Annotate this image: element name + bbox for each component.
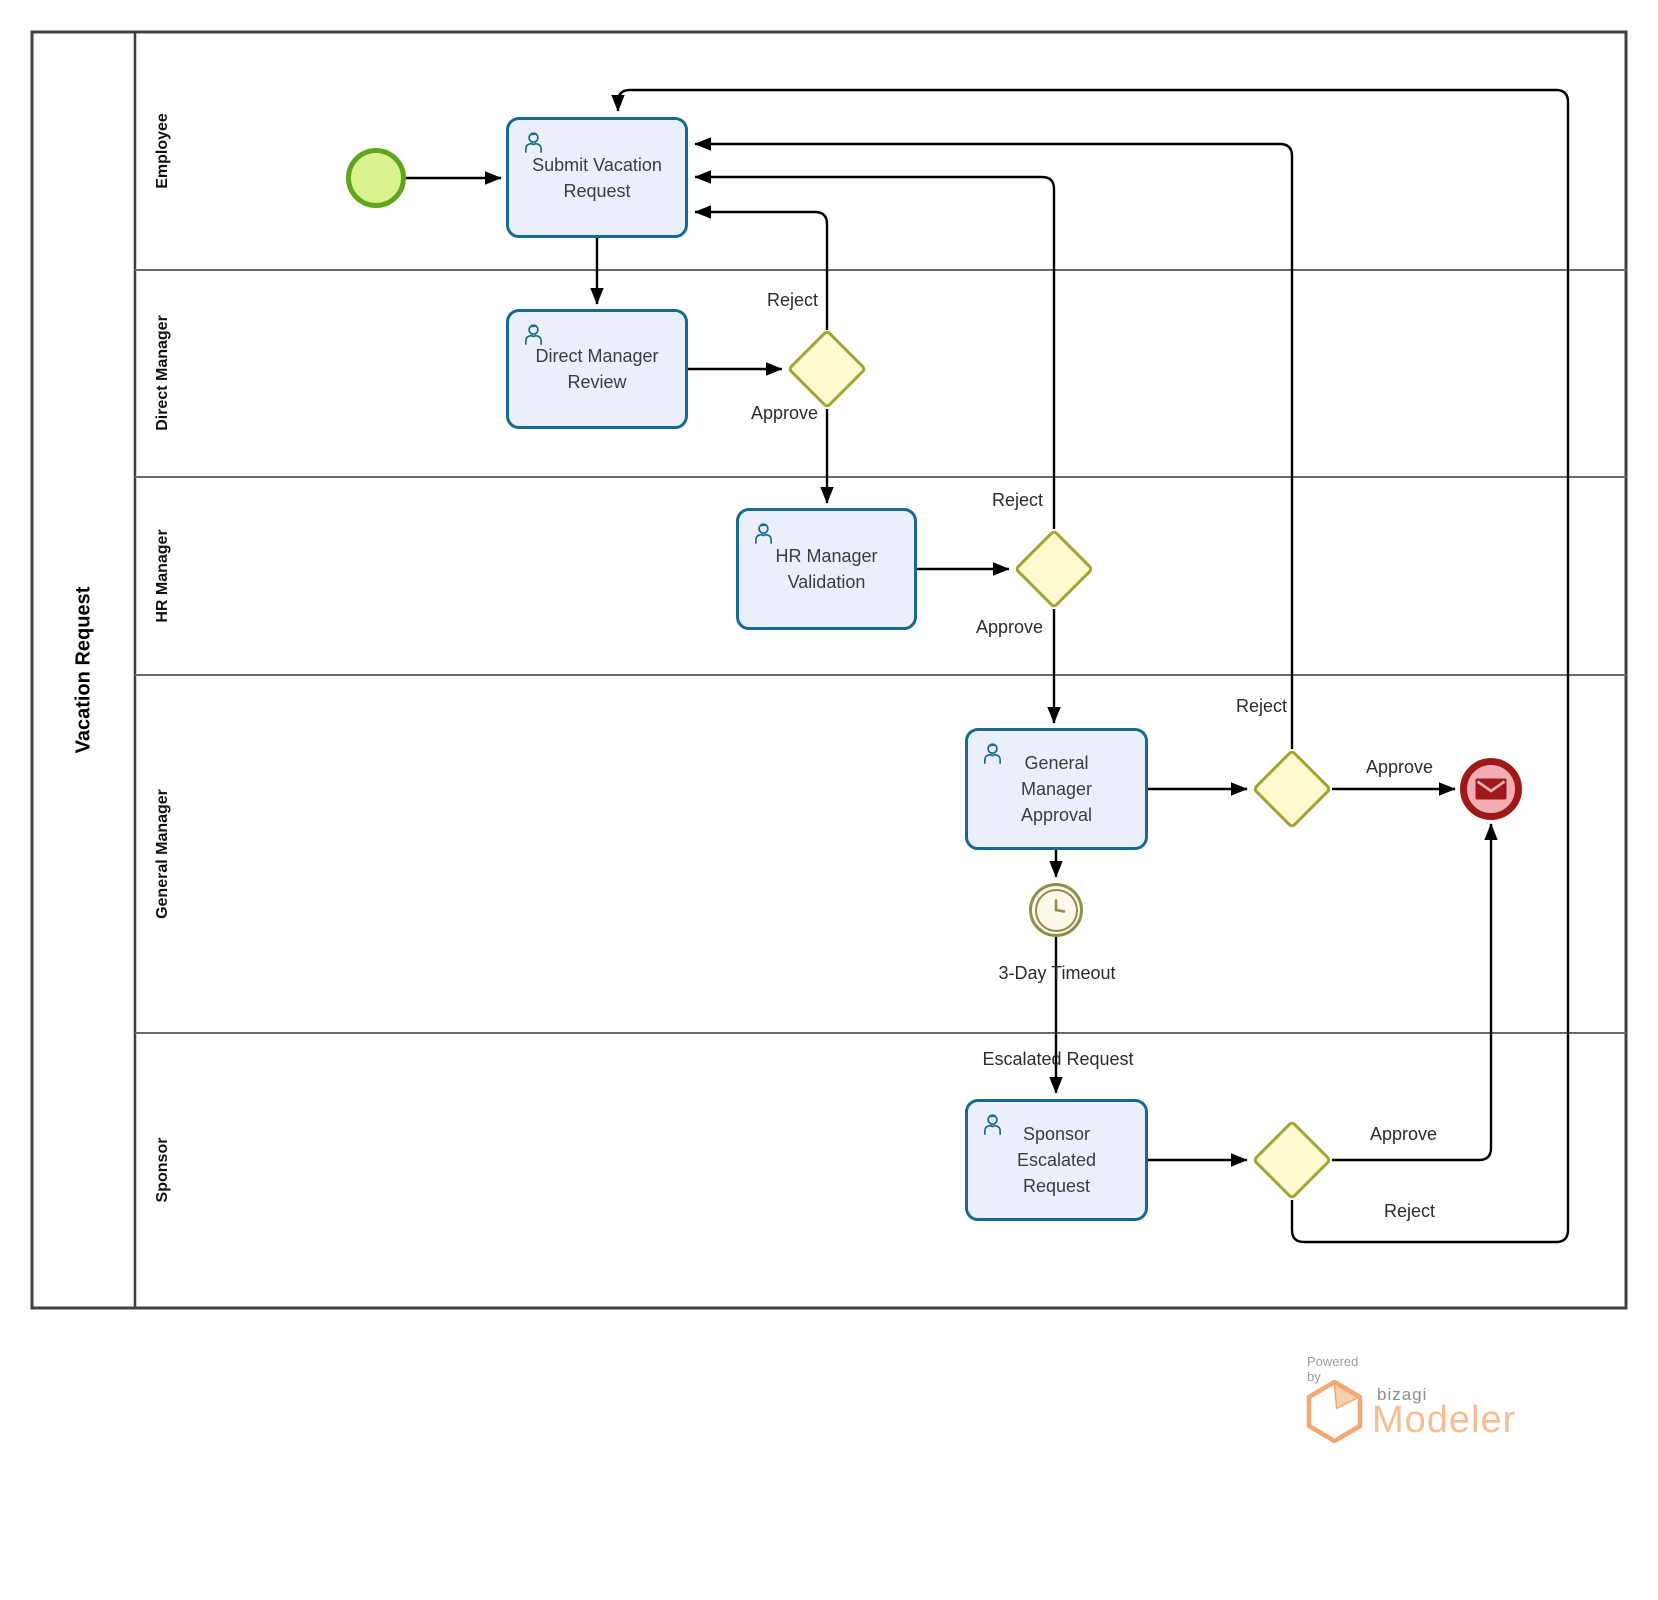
person-icon xyxy=(525,324,542,345)
envelope-icon xyxy=(1475,778,1507,800)
task-label-line: Submit Vacation xyxy=(532,154,662,175)
flow-hr-reject-to-submit[interactable] xyxy=(694,170,1056,529)
lane-label-employee: Employee xyxy=(154,113,171,189)
lane-label-sponsor: Sponsor xyxy=(154,1137,171,1203)
task-label-line: Approval xyxy=(1020,805,1093,825)
clock-icon xyxy=(1054,899,1066,913)
task-label-line: General xyxy=(1024,753,1089,773)
task-sponsor-escalated-request[interactable]: Sponsor Escalated Request xyxy=(965,1099,1148,1221)
label-gm-reject: Reject xyxy=(1235,696,1287,716)
flow-gm-reject-to-submit[interactable] xyxy=(694,137,1294,749)
pool-border xyxy=(30,30,1628,1310)
lane-label-hr-manager: HR Manager xyxy=(154,529,171,623)
label-dm-approve: Approve xyxy=(750,403,818,423)
lane-label-general-manager: General Manager xyxy=(154,789,171,919)
task-label-line: Manager xyxy=(1020,779,1093,799)
bizagi-box-icon xyxy=(1306,1380,1363,1443)
label-hr-approve: Approve xyxy=(975,617,1043,637)
flow-dm-reject-to-submit[interactable] xyxy=(694,205,829,330)
powered-by-text: Powered by xyxy=(1307,1354,1359,1384)
label-3-day-timeout: 3-Day Timeout xyxy=(998,963,1116,983)
person-icon xyxy=(755,523,772,544)
label-hr-reject: Reject xyxy=(991,490,1043,510)
timer-intermediate-event[interactable] xyxy=(1029,883,1083,937)
task-label-line: Validation xyxy=(787,572,866,592)
start-event[interactable] xyxy=(346,148,406,208)
message-end-event[interactable] xyxy=(1460,758,1522,820)
label-gm-approve: Approve xyxy=(1366,757,1434,777)
person-icon xyxy=(984,1114,1001,1135)
modeler-product-text: Modeler xyxy=(1372,1399,1517,1441)
task-label-line: HR Manager xyxy=(775,546,878,566)
label-dm-reject: Reject xyxy=(766,290,818,310)
label-sponsor-approve: Approve xyxy=(1370,1124,1438,1144)
task-label-line: Request xyxy=(563,180,631,201)
task-label-line: Direct Manager xyxy=(535,346,659,366)
bizagi-brand-text: bizagi xyxy=(1377,1385,1428,1404)
pool-title: Vacation Request xyxy=(72,586,95,754)
task-label-line: Escalated xyxy=(1016,1150,1097,1170)
label-sponsor-reject: Reject xyxy=(1384,1201,1436,1221)
flow-sponsor-approve-to-end[interactable] xyxy=(1332,823,1498,1162)
task-general-manager-approval[interactable]: General Manager Approval xyxy=(965,728,1148,850)
timer-inner-ring xyxy=(1034,888,1078,932)
task-label-line: Review xyxy=(567,372,627,392)
flow-sponsor-reject-to-submit[interactable] xyxy=(611,88,1570,1244)
task-hr-manager-validation[interactable]: HR Manager Validation xyxy=(736,508,917,630)
task-direct-manager-review[interactable]: Direct Manager Review xyxy=(506,309,688,429)
person-icon xyxy=(525,132,542,153)
lane-label-direct-manager: Direct Manager xyxy=(154,315,171,431)
label-escalated-request: Escalated Request xyxy=(982,1049,1134,1069)
person-icon xyxy=(984,743,1001,764)
task-submit-vacation-request[interactable]: Submit Vacation Request xyxy=(506,117,688,238)
task-label-line: Sponsor xyxy=(1022,1124,1091,1144)
task-label-line: Request xyxy=(1022,1176,1091,1196)
